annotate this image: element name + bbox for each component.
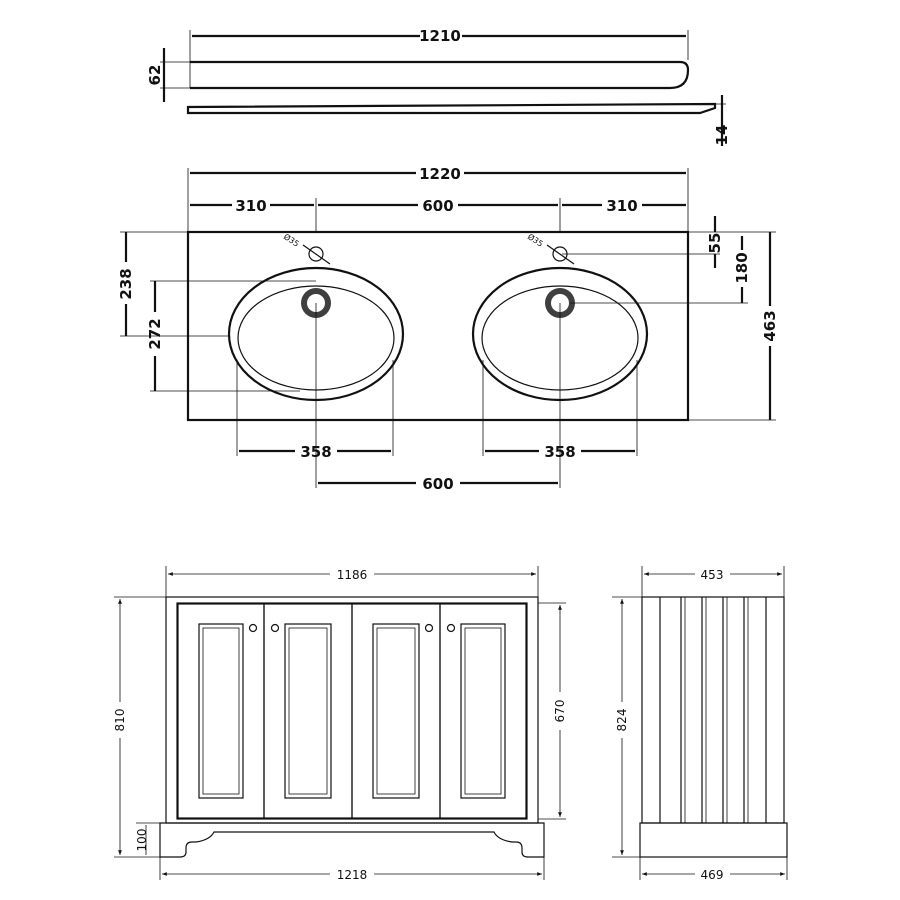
worktop-width-label: 1210 (419, 27, 461, 45)
door-1-outline (177, 603, 265, 819)
basin-top-outline (186, 230, 690, 422)
front-width-label: 1186 (337, 568, 368, 582)
knob-1-icon[interactable] (248, 623, 258, 633)
side-plinth-depth-label: 469 (701, 868, 724, 882)
door-2[interactable] (263, 603, 353, 819)
right-tap-hole-leader (546, 244, 575, 265)
plan-width-label: 1220 (419, 165, 461, 183)
plinth (159, 822, 545, 858)
front-elevation: 1186 81 (113, 566, 567, 882)
left-tap-hole-label: Ø35 (282, 231, 301, 248)
bowl-back-offset-label: 238 (117, 268, 135, 299)
door-2-panel-outer (284, 623, 332, 799)
right-tap-hole-label: Ø35 (526, 231, 545, 248)
side-depth-label: 453 (701, 568, 724, 582)
knob-4-icon[interactable] (446, 623, 456, 633)
knob-3-icon[interactable] (424, 623, 434, 633)
basin-top-plan: 1220 310 600 310 Ø35 Ø35 (117, 165, 779, 493)
door-1[interactable] (177, 603, 265, 819)
door-4[interactable] (439, 603, 527, 819)
bowl-depth-label: 272 (146, 318, 164, 349)
upstand-thickness-label: 14 (713, 125, 731, 146)
waste-from-back-label: 180 (733, 252, 751, 283)
worktop-thickness-label: 62 (146, 65, 164, 86)
door-2-panel-inner (288, 627, 328, 795)
door-3[interactable] (351, 603, 441, 819)
worktop-view: 1210 62 14 (146, 27, 731, 146)
plinth-width-label: 1218 (337, 868, 368, 882)
door-1-panel-inner (202, 627, 240, 795)
tap-right-offset-label: 310 (606, 197, 637, 215)
left-tap-hole-icon (308, 246, 324, 262)
side-panel-outline (641, 596, 785, 824)
left-tap-hole-leader (302, 244, 331, 265)
door-1-panel-outer (198, 623, 244, 799)
door-2-outline (263, 603, 353, 819)
worktop-profile (190, 60, 690, 90)
bowl-spacing-label: 600 (422, 475, 453, 493)
door-frame (176, 602, 528, 820)
side-height-label: 824 (615, 709, 629, 732)
tap-hole-from-back-label: 55 (706, 233, 724, 254)
front-height-label: 810 (113, 709, 127, 732)
door-3-panel-outer (372, 623, 420, 799)
door-4-outline (439, 603, 527, 819)
door-3-outline (351, 603, 441, 819)
knob-2-icon[interactable] (270, 623, 280, 633)
tap-left-offset-label: 310 (235, 197, 266, 215)
door-4-panel-outer (460, 623, 506, 799)
tap-spacing-label: 600 (422, 197, 453, 215)
door-height-label: 670 (553, 700, 567, 723)
side-plinth (639, 822, 788, 858)
plan-depth-label: 463 (761, 310, 779, 341)
side-elevation: 453 824 469 (612, 566, 788, 882)
plinth-height-label: 100 (135, 829, 149, 852)
door-4-panel-inner (464, 627, 502, 795)
door-3-panel-inner (376, 627, 416, 795)
upstand-profile (186, 102, 717, 115)
